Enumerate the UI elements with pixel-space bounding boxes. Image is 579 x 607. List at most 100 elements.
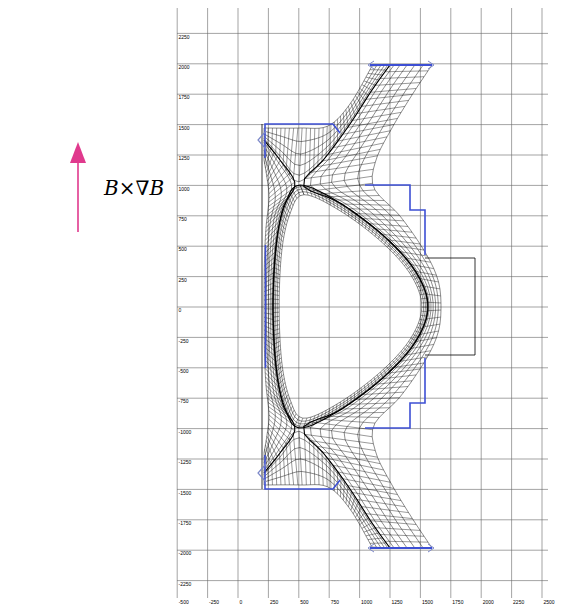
- mesh-radial-line: [343, 113, 344, 132]
- target-plate: [370, 547, 432, 549]
- mesh-radial-line: [382, 375, 416, 379]
- mesh-radial-line: [274, 337, 280, 340]
- mesh-radial-line: [343, 125, 394, 135]
- mesh-radial-line: [348, 486, 398, 495]
- target-plate: [428, 61, 434, 69]
- mesh-radial-line: [370, 542, 386, 543]
- mesh-radial-line: [265, 373, 279, 388]
- mesh-radial-line: [352, 492, 401, 500]
- mesh-radial-line: [420, 279, 439, 282]
- mesh-radial-line: [406, 351, 431, 355]
- flux-surface: [358, 65, 438, 548]
- mesh-radial-line: [416, 338, 437, 342]
- mesh-radial-line: [274, 277, 280, 279]
- axis-tick-label: 1250: [391, 600, 403, 605]
- mesh-radial-line: [266, 210, 282, 227]
- mesh-radial-line: [369, 386, 408, 389]
- axis-tick-label: 750: [330, 600, 339, 605]
- mesh-radial-line: [273, 312, 279, 313]
- mesh-radial-line: [370, 521, 416, 525]
- mesh-radial-line: [266, 390, 284, 408]
- flux-surface: [264, 140, 295, 473]
- grid-lines: [177, 8, 548, 598]
- mesh-radial-line: [327, 196, 380, 197]
- mesh-radial-line: [422, 307, 428, 308]
- drift-direction-label: B×∇B: [104, 178, 164, 198]
- mesh-radial-line: [348, 491, 351, 506]
- mesh-radial-line: [325, 194, 327, 203]
- mesh-radial-line: [419, 289, 425, 290]
- axis-tick-label: 1500: [178, 126, 190, 131]
- mesh-radial-line: [322, 128, 323, 162]
- mesh-radial-line: [283, 210, 288, 218]
- mesh-radial-line: [322, 452, 323, 486]
- axis-tick-label: 2250: [178, 35, 190, 40]
- axis-tick-label: 2250: [513, 600, 525, 605]
- mesh-radial-line: [360, 518, 369, 525]
- mesh-radial-line: [267, 196, 289, 215]
- grid-line: [177, 307, 548, 308]
- mesh-radial-line: [328, 143, 384, 154]
- mesh-radial-line: [279, 382, 285, 389]
- mesh-radial-line: [267, 160, 280, 181]
- arrow-head: [70, 142, 86, 163]
- mesh-radial-line: [284, 398, 289, 406]
- flux-surface: [310, 65, 429, 548]
- target-plate: [370, 64, 432, 66]
- axis-tick-label: 2000: [178, 65, 190, 70]
- target-plate: [258, 464, 266, 482]
- mesh-radial-line: [326, 456, 327, 486]
- flux-surface: [264, 448, 385, 548]
- mesh-radial-line: [299, 431, 302, 485]
- mesh-radial-line: [351, 103, 355, 117]
- flux-surface: [264, 66, 381, 155]
- mesh-radial-line: [271, 463, 273, 485]
- mesh-radial-line: [327, 416, 380, 417]
- mesh-radial-line: [282, 391, 287, 398]
- axis-tick-label: -1750: [178, 521, 192, 526]
- mesh-radial-line: [428, 302, 441, 304]
- mesh-radial-line: [415, 281, 421, 283]
- mesh-radial-line: [356, 507, 362, 517]
- grid-line: [542, 8, 543, 598]
- grid-line: [450, 8, 451, 598]
- mesh-radial-line: [415, 331, 421, 333]
- mesh-radial-line: [375, 381, 412, 384]
- mesh-radial-line: [288, 406, 293, 415]
- mesh-radial-line: [375, 528, 420, 531]
- mesh-radial-line: [333, 137, 387, 148]
- grid-line: [298, 8, 299, 598]
- mesh-radial-line: [273, 303, 279, 304]
- target-plate: [428, 544, 434, 552]
- mesh-radial-line: [273, 290, 279, 291]
- mesh-radial-line: [289, 128, 293, 175]
- mesh-radial-line: [401, 351, 405, 355]
- mesh-radial-line: [351, 497, 355, 511]
- divertor-wall: [265, 455, 340, 489]
- drift-arrow: [70, 142, 86, 232]
- flux-surface: [264, 438, 388, 548]
- mesh-radial-line: [364, 528, 375, 532]
- mesh-radial-line: [338, 131, 391, 141]
- grid-line: [420, 8, 421, 598]
- mesh-radial-line: [348, 118, 398, 127]
- flux-surface: [372, 65, 441, 548]
- mesh-radial-line: [330, 124, 332, 152]
- mesh-radial-line: [311, 422, 373, 430]
- mesh-radial-line: [348, 106, 351, 121]
- mesh-radial-line: [390, 364, 393, 369]
- mesh-radial-line: [409, 269, 414, 272]
- mesh-radial-line: [324, 410, 326, 419]
- mesh-radial-line: [368, 73, 383, 75]
- mesh-radial-line: [273, 320, 279, 321]
- grid-line: [177, 550, 548, 551]
- mesh-radial-line: [271, 128, 273, 150]
- mesh-radial-line: [411, 273, 416, 276]
- mesh-radial-line: [269, 177, 293, 198]
- mesh-radial-line: [423, 286, 439, 289]
- mesh-radial-line: [350, 395, 351, 403]
- mesh-radial-line: [274, 333, 280, 335]
- mesh-radial-line: [276, 245, 282, 250]
- mesh-radial-line: [388, 240, 420, 244]
- mesh-radial-line: [280, 128, 281, 159]
